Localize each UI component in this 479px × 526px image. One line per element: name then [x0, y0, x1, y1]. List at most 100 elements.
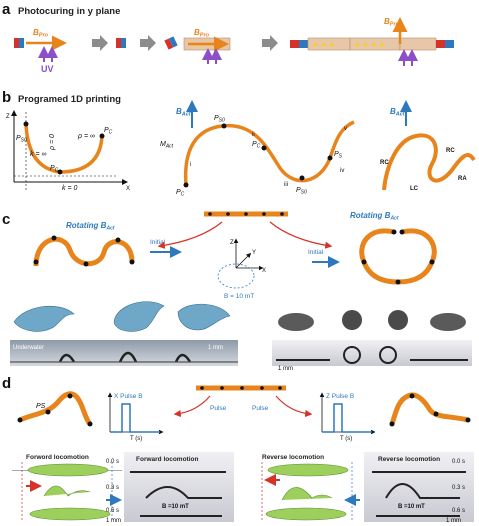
- svg-text:★ ★ ★ ★: ★ ★ ★ ★: [354, 41, 385, 49]
- roman-ii: ii: [252, 132, 255, 138]
- z-pulse-label: Z Pulse B: [326, 393, 354, 400]
- panel-a: a Photocuring in y plane BPro UV ★ ★ ★ B…: [2, 1, 454, 74]
- point-ps: [327, 155, 333, 161]
- uv-label: UV: [41, 64, 54, 74]
- point-ps0: [221, 123, 227, 129]
- time-label: 0.0 s: [452, 459, 465, 465]
- reverse-illustration-title: Reverse locomotion: [262, 454, 324, 461]
- caterpillar-illustration: [261, 462, 360, 522]
- time-label: 0.3 s: [106, 485, 119, 491]
- printed-curve: [24, 123, 104, 174]
- label-ra: RA: [458, 176, 467, 182]
- field-label: B =10 mT: [398, 504, 425, 510]
- panel-d-letter: d: [2, 375, 11, 392]
- x-pulse-label: X Pulse B: [114, 393, 143, 400]
- reverse-shape: [389, 392, 469, 425]
- label-lc: LC: [410, 186, 419, 192]
- panel-b: b Programed 1D printing Z X PS0 k = ∞ PC…: [2, 89, 476, 198]
- point-pc: [99, 133, 105, 139]
- panel-b-letter: b: [2, 89, 11, 106]
- panel-d: d PS X Pulse B T (s) Pulse Pulse Z Pulse…: [2, 375, 474, 524]
- magnet-particle: [14, 38, 24, 48]
- label-rho-inf: ρ = ∞: [77, 133, 95, 140]
- reverse-photo: Reverse locomotion: [364, 452, 474, 522]
- scale-label: 1 mm: [278, 366, 293, 372]
- time-label: 0.6 s: [106, 508, 119, 514]
- label-ps: PS: [334, 151, 343, 160]
- panel-a-title: Photocuring in y plane: [18, 6, 120, 17]
- time-label: 0.6 s: [452, 508, 465, 514]
- svg-text:★ ★ ★: ★ ★ ★: [312, 41, 335, 49]
- forward-shape: [18, 391, 92, 426]
- rotating-label: Rotating BAct: [350, 211, 399, 222]
- ring-shape: [359, 228, 437, 285]
- transform-arrow: [275, 395, 313, 418]
- transform-arrow: [269, 221, 333, 249]
- forward-photo: Forward locomotion: [124, 452, 234, 522]
- initial-label: Initial: [308, 249, 324, 256]
- dolphin-illustration: [13, 301, 231, 332]
- panel-c: c Rotating BAct Initial Z Y X B = 10 mT …: [2, 211, 472, 372]
- y-axis: [235, 252, 252, 269]
- time-label: 0.0 s: [106, 459, 119, 465]
- axis-y: Y: [252, 250, 256, 256]
- programmed-strip: ★ ★ ★ ★ ★ ★ ★: [290, 37, 454, 51]
- label-pc: PC: [104, 127, 113, 136]
- roman-iv: iv: [340, 168, 344, 174]
- field-label: B =10 mT: [162, 504, 189, 510]
- label-rho-zero: ρ = 0: [49, 134, 56, 151]
- scale-label: 1 mm: [446, 518, 461, 524]
- panel-c-letter: c: [2, 211, 10, 228]
- rotation-circle: [217, 263, 255, 289]
- step-arrow: [262, 35, 278, 51]
- label-pc: PC: [252, 141, 261, 150]
- pillbug-illustration: [278, 310, 466, 331]
- label-ps0: PS0: [296, 187, 307, 196]
- label-ps0: PS0: [214, 115, 225, 124]
- step-arrow: [140, 35, 156, 51]
- roman-iii: iii: [284, 182, 288, 188]
- t-axis-label: T (s): [340, 436, 352, 442]
- point-pc: [57, 169, 63, 175]
- pulse-label: Pulse: [252, 405, 269, 412]
- transform-arrow: [157, 221, 223, 249]
- forward-illustration-title: Forword locomotion: [26, 454, 89, 461]
- panel-a-letter: a: [2, 1, 11, 18]
- t-axis-label: T (s): [130, 436, 142, 442]
- rolling-photo: [272, 340, 472, 366]
- wave-shape: [33, 236, 135, 267]
- axis-z: Z: [230, 240, 234, 246]
- z-axis-label: Z: [6, 114, 10, 120]
- time-label: 0.3 s: [452, 485, 465, 491]
- scale-label: 1 mm: [208, 345, 223, 351]
- magnet-particle: [116, 38, 126, 48]
- panel-b-title: Programed 1D printing: [18, 94, 121, 105]
- axis-x: X: [262, 268, 266, 274]
- field-label: B = 10 mT: [224, 293, 254, 300]
- b-pro-label: BPro: [33, 28, 49, 39]
- roman-i: i: [190, 162, 191, 168]
- x-pulse-trace: [110, 403, 160, 433]
- reverse-photo-title: Reverse locomotion: [378, 456, 440, 463]
- programmed-s-curve: [183, 120, 355, 186]
- b-pro-label: BPro: [384, 17, 400, 28]
- label-pc: PC: [176, 189, 185, 198]
- step-arrow: [92, 35, 108, 51]
- pulse-label: Pulse: [210, 405, 227, 412]
- point-pc: [183, 182, 189, 188]
- point-pc: [261, 145, 267, 151]
- x-axis-label: X: [126, 186, 130, 192]
- label-ps0: PS0: [16, 135, 27, 144]
- forward-photo-title: Forward locomotion: [136, 456, 199, 463]
- z-pulse-trace: [322, 403, 372, 433]
- label-rc: RC: [380, 160, 389, 166]
- point-ps0: [23, 121, 29, 127]
- underwater-label: Underwater: [13, 345, 44, 351]
- b-pro-label: BPro: [194, 28, 210, 39]
- b-act-label: BAct: [390, 107, 406, 118]
- caterpillar-illustration: [12, 462, 122, 522]
- scale-label: 1 mm: [106, 518, 121, 524]
- label-pc: PC: [50, 165, 59, 174]
- label-k-inf: k = ∞: [30, 151, 46, 158]
- label-ps: PS: [36, 403, 46, 410]
